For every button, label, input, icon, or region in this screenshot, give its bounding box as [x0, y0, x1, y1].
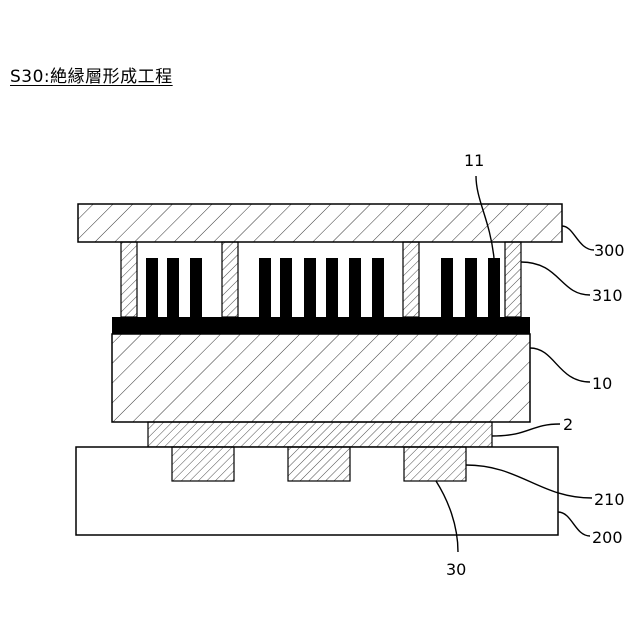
label-layer: 2 [563, 415, 573, 434]
fin [326, 258, 338, 318]
spacer-pillar [403, 242, 419, 317]
label-fin: 11 [464, 151, 484, 170]
spacer-pillar [505, 242, 521, 317]
leader-cover [562, 226, 594, 250]
label-cover: 300 [594, 241, 625, 260]
spacer-pillar [222, 242, 238, 317]
fin [167, 258, 179, 318]
label-board: 200 [592, 528, 623, 547]
fin [465, 258, 477, 318]
fin-base-strip [112, 317, 530, 334]
leader-substrate [530, 348, 590, 382]
pad [288, 447, 350, 481]
fin [259, 258, 271, 318]
label-spacer: 310 [592, 286, 623, 305]
fin-group [146, 258, 500, 318]
fin [372, 258, 384, 318]
leader-layer [492, 424, 560, 436]
spacer-pillars [121, 242, 521, 317]
substrate [112, 334, 530, 422]
fin [280, 258, 292, 318]
fin [441, 258, 453, 318]
spacer-pillar [121, 242, 137, 317]
pads [172, 447, 466, 481]
fin [349, 258, 361, 318]
fin [146, 258, 158, 318]
fin [488, 258, 500, 318]
pad [404, 447, 466, 481]
label-substrate: 10 [592, 374, 612, 393]
label-pad: 210 [594, 490, 625, 509]
pad [172, 447, 234, 481]
leader-spacer [521, 262, 590, 295]
fin [304, 258, 316, 318]
leader-board [558, 512, 590, 536]
insulating-layer [148, 422, 492, 447]
fin [190, 258, 202, 318]
cover-plate [78, 204, 562, 242]
label-joint: 30 [446, 560, 466, 579]
